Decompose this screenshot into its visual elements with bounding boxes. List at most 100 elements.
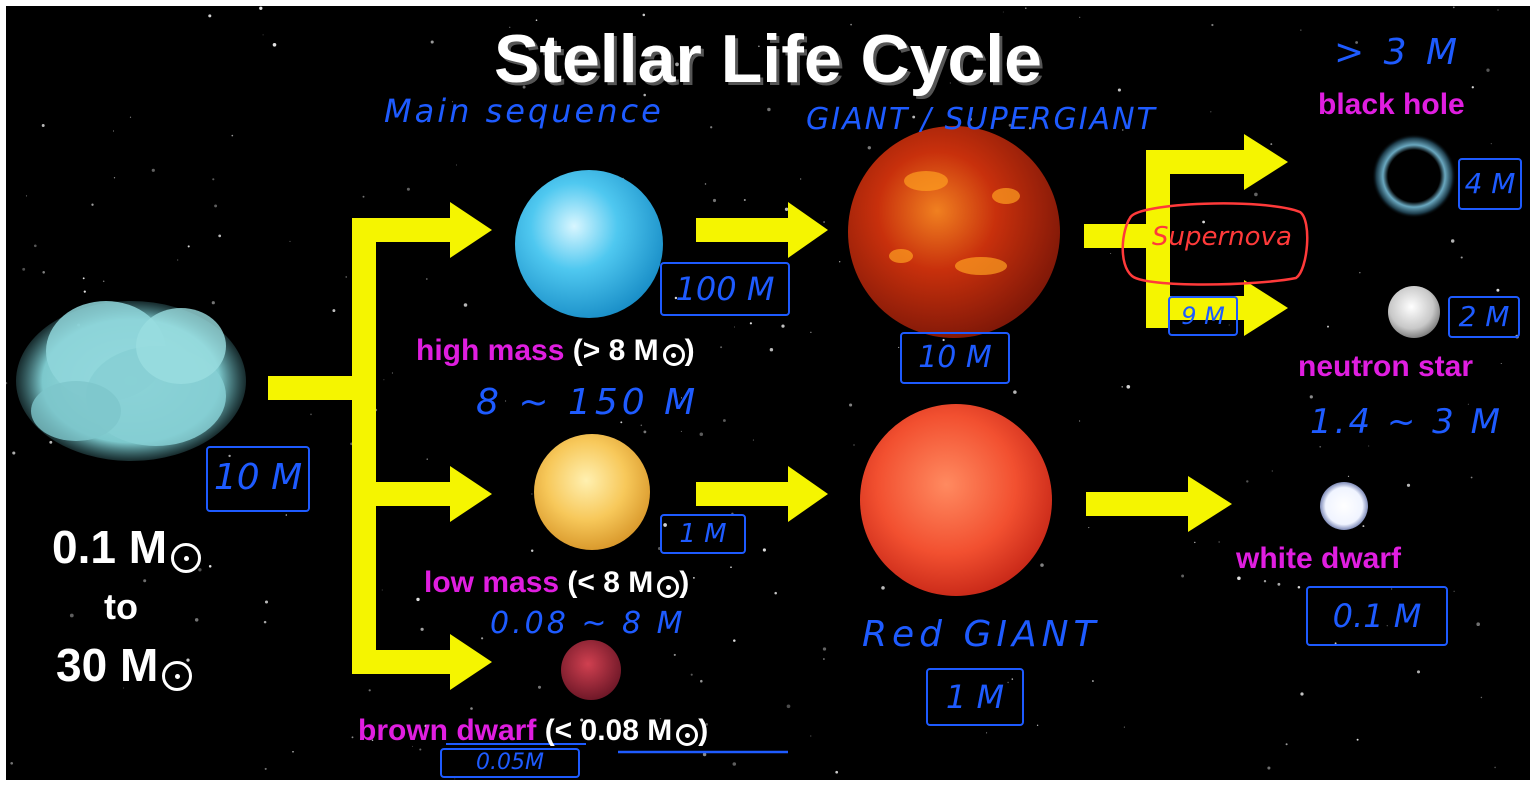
background-star [1011, 678, 1014, 680]
background-star [1309, 395, 1313, 399]
background-star [264, 600, 269, 604]
neutron-star-mass-box: 2 M [1448, 296, 1520, 338]
background-star [177, 259, 179, 261]
background-star [91, 203, 94, 206]
background-star [1181, 574, 1185, 578]
background-star [211, 301, 215, 305]
background-star [208, 14, 212, 18]
background-star [1122, 129, 1124, 131]
background-star [218, 234, 222, 238]
background-star [10, 761, 14, 765]
background-star [69, 613, 74, 618]
background-star [1297, 586, 1301, 589]
background-star [1471, 86, 1474, 89]
background-star [835, 770, 839, 774]
background-star [1254, 192, 1258, 197]
background-star [767, 107, 771, 112]
diagram-title: Stellar Life Cycle [493, 21, 1043, 97]
background-star [881, 586, 885, 590]
background-star [955, 71, 959, 74]
background-star [643, 430, 647, 434]
background-star [426, 458, 428, 460]
white-dwarf-label: white dwarf [1236, 542, 1402, 575]
background-star [730, 566, 732, 569]
background-star [535, 19, 538, 21]
red-giant-star [860, 404, 1052, 596]
background-star [949, 115, 951, 117]
brown-dwarf-body [561, 640, 621, 700]
background-star [1126, 384, 1131, 389]
background-star [530, 549, 534, 552]
background-star [419, 748, 422, 751]
background-star [208, 565, 212, 568]
background-star [1277, 582, 1281, 586]
background-star [430, 40, 434, 44]
background-star [102, 280, 105, 283]
background-star [734, 326, 735, 328]
white-dwarf-mass-box: 0.1 M [1306, 586, 1448, 646]
scene-graphics [6, 6, 1519, 780]
background-star [151, 168, 155, 172]
background-star [1028, 127, 1032, 130]
supernova-circle [1121, 202, 1309, 286]
background-star [451, 101, 454, 103]
background-star [786, 704, 791, 709]
background-star [454, 778, 456, 780]
background-star [1002, 11, 1004, 13]
background-star [1359, 271, 1361, 274]
background-star [1300, 29, 1302, 31]
neutron-star [1388, 286, 1440, 338]
background-star [762, 548, 766, 552]
background-star [12, 451, 16, 455]
background-star [198, 568, 202, 572]
background-star [663, 523, 667, 527]
background-star [351, 736, 354, 739]
background-star [704, 183, 707, 185]
supergiant-mass-box: 10 M [900, 332, 1010, 384]
black-hole-mass-box: 4 M [1458, 158, 1522, 210]
background-star [1211, 23, 1214, 27]
background-star [522, 85, 526, 89]
background-star [292, 750, 294, 753]
background-star [412, 745, 413, 747]
background-star [1079, 420, 1081, 422]
background-star [1356, 738, 1359, 741]
background-star [1117, 88, 1121, 92]
background-star [264, 767, 267, 770]
background-star [1486, 68, 1490, 72]
background-star [810, 331, 812, 333]
background-star [362, 195, 365, 198]
background-star [1496, 288, 1500, 292]
background-star [732, 762, 737, 766]
background-star [1091, 680, 1094, 682]
background-star [1452, 6, 1455, 9]
background-star [112, 130, 115, 132]
background-star [310, 413, 312, 416]
background-star [1480, 696, 1483, 699]
background-star [690, 673, 693, 676]
background-star [1285, 743, 1288, 746]
solar-symbol-icon [171, 543, 202, 573]
background-star [699, 432, 704, 437]
background-star [259, 6, 263, 10]
background-star [368, 689, 371, 692]
background-star [898, 346, 900, 348]
background-star [700, 679, 703, 683]
background-star [1494, 766, 1496, 769]
background-star [22, 267, 26, 271]
background-star [1246, 480, 1249, 483]
low-mass-label: low mass (< 8 M) [424, 566, 690, 599]
background-star [42, 271, 45, 274]
background-star [1360, 365, 1363, 367]
background-star [531, 493, 533, 495]
high-mass-range-note: 8 ~ 150 M [476, 382, 700, 423]
background-star [1470, 476, 1473, 479]
solar-symbol-icon [162, 661, 193, 691]
background-star [212, 178, 215, 181]
background-star [123, 687, 125, 689]
solar-symbol-icon [657, 576, 680, 598]
background-star [285, 514, 288, 516]
background-star [1271, 470, 1273, 472]
background-star [674, 296, 678, 300]
